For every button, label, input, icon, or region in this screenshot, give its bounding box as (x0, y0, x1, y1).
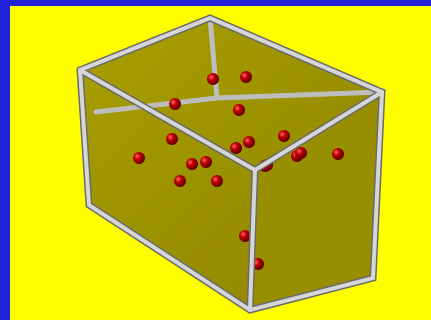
particle-sphere (233, 104, 245, 116)
particle-sphere (230, 142, 242, 154)
particle-sphere (295, 147, 307, 159)
particle-sphere (207, 73, 219, 85)
particle-sphere (174, 175, 186, 187)
particle-sphere (200, 156, 212, 168)
particle-sphere (166, 133, 178, 145)
particle-sphere (332, 148, 344, 160)
particle-sphere (133, 152, 145, 164)
particle-sphere (240, 71, 252, 83)
particle-sphere (186, 158, 198, 170)
particle-sphere (211, 175, 223, 187)
particle-sphere (278, 130, 290, 142)
particle-sphere (243, 136, 255, 148)
particle-sphere (169, 98, 181, 110)
